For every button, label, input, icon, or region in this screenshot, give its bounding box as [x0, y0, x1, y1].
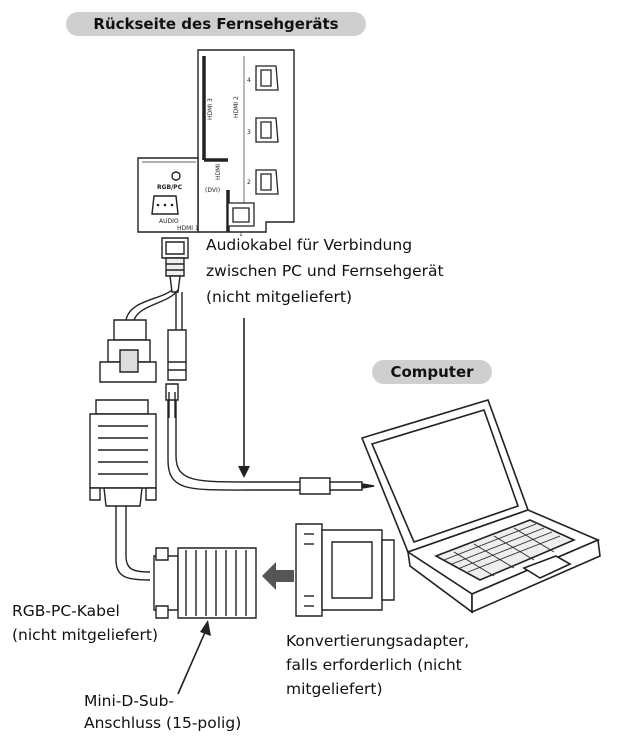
audio-cable-label-line-3: (nicht mitgeliefert): [206, 288, 353, 306]
audio-plug-laptop-side: [165, 383, 375, 495]
hdmi-numbers: 4 3 2 1: [239, 77, 251, 238]
hdmi-number-2: 2: [247, 179, 251, 186]
adapter-direction-arrow: [262, 562, 294, 590]
hdmi-port-1: [227, 202, 255, 227]
audio-plug-upper: [167, 329, 187, 381]
rgb-pc-cable: [115, 506, 151, 581]
tv-back-panel: [137, 49, 295, 233]
hdmi-number-3: 3: [247, 129, 251, 136]
tv-port-label-hdmi: HDMI: [215, 164, 222, 180]
hdmi-port-2: [255, 169, 279, 195]
hdmi-number-4: 4: [247, 77, 251, 84]
rgb-cable-label-line-2: (nicht mitgeliefert): [12, 626, 159, 644]
adapter-label-line-3: mitgeliefert): [286, 680, 383, 698]
adapter-label-line-2: falls erforderlich (nicht: [286, 656, 462, 674]
hdmi-number-1: 1: [239, 231, 243, 238]
rgb-cable-label-line-1: RGB-PC-Kabel: [12, 602, 120, 620]
adapter-label-line-1: Konvertierungsadapter,: [286, 632, 470, 650]
vga-plug-upper: [99, 319, 157, 383]
tv-side-plug: [161, 237, 189, 293]
audio-cable: [167, 396, 300, 491]
tv-port-label-hdmi2: HDMI 2: [233, 96, 240, 118]
tv-back-title: Rückseite des Fernsehgeräts: [66, 12, 366, 36]
laptop-keyboard-grid: [443, 523, 561, 577]
laptop: [360, 399, 601, 614]
hdmi-port-4: [255, 65, 279, 91]
audio-cable-label-line-2: zwischen PC und Fernsehgerät: [206, 262, 444, 280]
hdmi-ports: [227, 65, 279, 227]
tv-port-label-hdmi3: HDMI 3: [207, 98, 214, 120]
conversion-adapter: [295, 523, 395, 617]
tv-port-label-hdmi1: HDMI 1: [177, 225, 199, 232]
vga-plug-lower: [89, 399, 157, 507]
tv-port-labels: RGB/PC AUDIO HDMI 1 HDMI HDMI 2 HDMI 3 (…: [157, 96, 240, 232]
mini-dsub-connector: [153, 547, 257, 619]
tv-port-label-audio: AUDIO: [159, 218, 179, 225]
pointer-arrows: [177, 318, 250, 695]
computer-title: Computer: [372, 360, 492, 384]
mini-dsub-label-line-2: Anschluss (15-polig): [84, 714, 242, 732]
tv-port-label-dvi: (DVI): [205, 187, 220, 194]
hdmi-port-3: [255, 117, 279, 143]
mini-dsub-label-line-1: Mini-D-Sub-: [84, 692, 175, 710]
split-cables: [125, 289, 183, 330]
tv-port-label-rgbpc: RGB/PC: [157, 184, 183, 191]
audio-cable-label-line-1: Audiokabel für Verbindung: [206, 236, 413, 254]
